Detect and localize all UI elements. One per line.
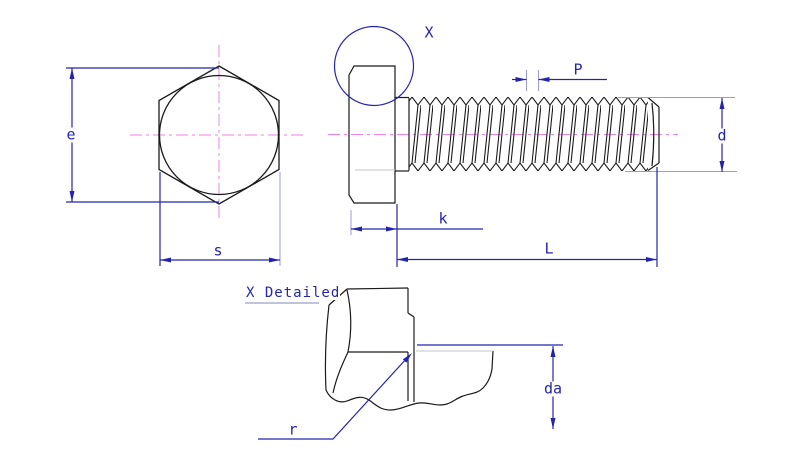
e-arrow-down: [69, 191, 75, 202]
detail-washer-step: [407, 312, 415, 318]
detail-head-top-edge: [346, 287, 409, 290]
bolt-head-side: [348, 65, 396, 204]
hex-head-front-view: [66, 45, 307, 266]
p-arrow-left: [538, 77, 550, 82]
r-leader-arrow: [402, 353, 412, 363]
l-arrow-right: [646, 257, 657, 262]
e-arrow-up: [69, 68, 75, 79]
bolt-tip: [647, 97, 660, 171]
detail-lower-chamfer: [332, 351, 349, 394]
inscribed-circle: [158, 74, 280, 196]
tip-chamfer-bottom: [647, 162, 660, 171]
tip-chamfer-top: [647, 97, 660, 108]
dim-label-l: L: [542, 239, 556, 258]
detail-head-left-face: [324, 304, 330, 391]
detail-circle-callout-x: [333, 25, 415, 107]
thread: [409, 97, 648, 171]
dimension-e: [66, 67, 219, 203]
dimension-p: [512, 70, 607, 91]
k-arrow-left: [351, 226, 362, 232]
hexagon-outline: [158, 65, 280, 205]
dim-label-p: P: [571, 60, 585, 79]
bolt-side-view: [328, 25, 737, 267]
dim-label-k: k: [436, 209, 450, 228]
p-arrow-right: [515, 77, 527, 82]
detail-break-line: [325, 350, 494, 411]
dim-label-d: d: [715, 126, 729, 145]
dim-label-r: r: [286, 420, 300, 439]
dim-label-s: s: [211, 241, 225, 260]
detail-view-title: X Detailed: [246, 285, 341, 301]
s-arrow-left: [160, 257, 171, 263]
k-arrow-right: [386, 226, 397, 232]
tip-chamfer-arc: [651, 102, 655, 167]
s-arrow-right: [269, 257, 280, 263]
r-leader-line: [258, 357, 408, 440]
d-arrow-down: [719, 161, 725, 172]
dimension-l: [397, 167, 658, 267]
detail-chamfer-arc: [346, 289, 352, 353]
dimension-s: [159, 172, 281, 266]
detail-callout-label-x: X: [422, 23, 436, 42]
d-arrow-up: [719, 98, 725, 109]
detail-view-x: [245, 287, 563, 440]
dim-label-da: da: [541, 379, 565, 398]
da-arrow-down: [550, 418, 556, 429]
leader-r: [258, 353, 412, 440]
da-arrow-up: [550, 346, 556, 357]
l-arrow-left: [397, 257, 408, 262]
dimension-k: [350, 204, 483, 267]
head-outline: [348, 65, 396, 204]
dim-label-e: e: [64, 125, 78, 144]
